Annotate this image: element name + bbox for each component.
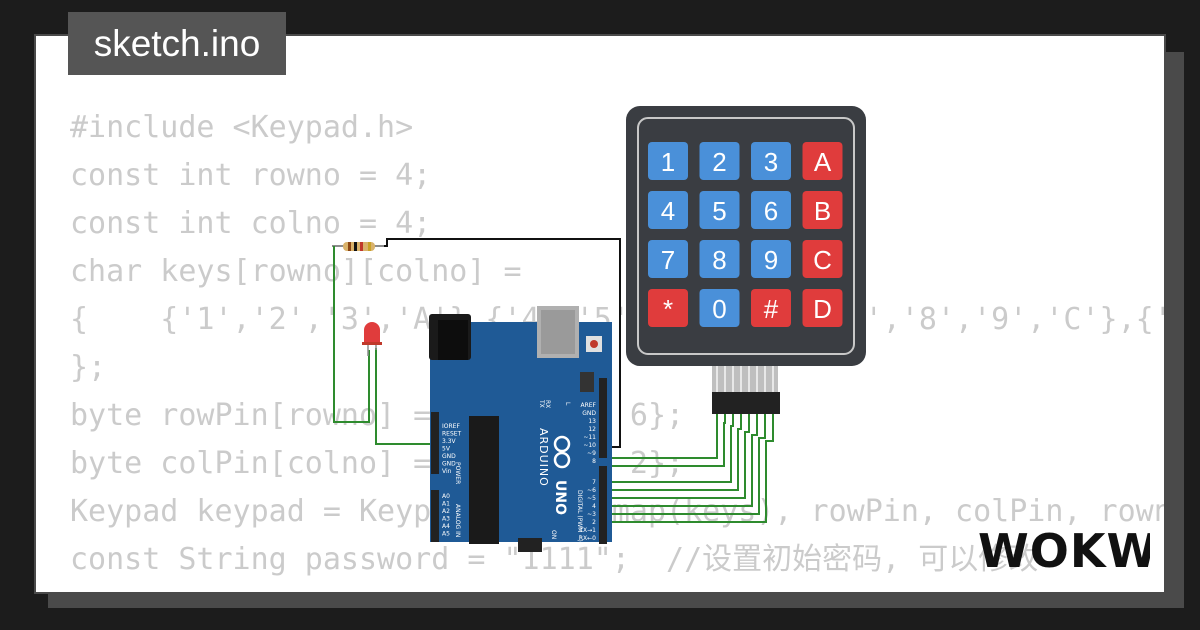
keypad-key[interactable]: 1 — [648, 142, 688, 180]
on-label: ON — [550, 530, 557, 539]
power-pin-label: Vin — [442, 468, 452, 475]
digital-pin-label: ~6 — [587, 487, 596, 494]
red-led[interactable] — [362, 322, 382, 356]
keypad-key[interactable]: 5 — [699, 191, 740, 229]
led-tx-label: TX — [538, 399, 545, 408]
digital-pin-label: 2 — [592, 519, 596, 526]
keypad-key-label: # — [764, 294, 779, 324]
keypad-wire — [606, 414, 726, 467]
power-pin-label: GND — [442, 461, 456, 468]
digital-pin-label: TX→1 — [578, 527, 596, 534]
code-line: const int colno = 4; — [70, 206, 432, 241]
power-pin-label: IOREF — [442, 423, 460, 430]
digital-pin-label: ~5 — [587, 495, 596, 502]
keypad-key[interactable]: * — [648, 289, 688, 327]
analog-pin-label: A3 — [442, 516, 450, 523]
digital-pin-label: 13 — [588, 418, 596, 425]
digital-pin-label: GND — [582, 410, 596, 417]
keypad-key-label: 7 — [661, 245, 675, 275]
keypad-key[interactable]: # — [751, 289, 791, 327]
keypad-wire — [606, 414, 750, 499]
power-pin-label: RESET — [442, 431, 462, 438]
keypad-key-label: 1 — [661, 147, 675, 177]
digital-pin-label: ~9 — [587, 450, 596, 457]
membrane-keypad[interactable]: 1 2 3 A 4 5 6 B 7 8 9 C * 0 # D — [626, 106, 866, 414]
digital-pin-label: 4 — [592, 503, 596, 510]
wires — [333, 238, 774, 523]
code-line: #include <Keypad.h> — [70, 110, 414, 145]
led-l-label: L — [564, 402, 571, 406]
keypad-key[interactable]: B — [802, 191, 843, 229]
keypad-wire — [606, 414, 774, 523]
keypad-key[interactable]: 3 — [751, 142, 791, 180]
keypad-key[interactable]: A — [802, 142, 843, 180]
keypad-key[interactable]: 0 — [699, 289, 740, 327]
wokwi-logo-text: WOKWi — [978, 524, 1150, 578]
power-label: POWER — [454, 462, 461, 484]
analog-in-label: ANALOG IN — [454, 504, 461, 537]
keypad-wire — [606, 414, 718, 459]
keypad-key[interactable]: D — [802, 289, 843, 327]
keypad-key-label: 4 — [661, 196, 675, 226]
keypad-key-label: 9 — [764, 245, 778, 275]
keypad-key[interactable]: 6 — [751, 191, 791, 229]
analog-pin-label: A1 — [442, 501, 450, 508]
keypad-wire — [606, 414, 766, 515]
digital-pin-label: ~11 — [583, 434, 596, 441]
file-name-label: sketch.ino — [68, 12, 286, 75]
keypad-key[interactable]: 2 — [699, 142, 740, 180]
led-rx-label: RX — [544, 400, 551, 408]
analog-pin-label: A2 — [442, 508, 450, 515]
power-pin-label: GND — [442, 453, 456, 460]
power-pin-label: 5V — [442, 446, 451, 453]
keypad-key[interactable]: 8 — [699, 240, 740, 278]
code-line: }; — [70, 350, 107, 385]
keypad-key[interactable]: 7 — [648, 240, 688, 278]
keypad-key-label: 2 — [712, 147, 726, 177]
analog-pin-label: A4 — [442, 523, 450, 530]
arduino-model-text: UNO — [552, 480, 568, 515]
digital-pin-label: AREF — [580, 402, 596, 409]
digital-pin-label: ~10 — [583, 442, 596, 449]
code-line: String input_password = ""; — [70, 584, 1164, 592]
resistor[interactable] — [332, 242, 384, 251]
keypad-wire — [606, 414, 734, 483]
keypad-key-label: 6 — [764, 196, 778, 226]
digital-pin-label: 8 — [592, 458, 596, 465]
analog-pin-label: A0 — [442, 493, 450, 500]
keypad-key-label: 8 — [712, 245, 726, 275]
analog-pin-label: A5 — [442, 531, 450, 538]
keypad-connector — [712, 366, 780, 414]
keypad-key-label: A — [814, 147, 832, 177]
wokwi-logo: WOKWi — [978, 524, 1150, 578]
code-line: char keys[rowno][colno] = — [70, 254, 522, 289]
keypad-key-label: D — [813, 294, 832, 324]
keypad-key-label: * — [663, 294, 673, 324]
keypad-wire — [606, 414, 742, 491]
digital-pin-label: 7 — [592, 479, 596, 486]
keypad-key-label: 5 — [712, 196, 726, 226]
keypad-key[interactable]: C — [802, 240, 843, 278]
arduino-infinity-logo — [553, 435, 571, 469]
keypad-key-label: 3 — [764, 147, 778, 177]
keypad-key-label: B — [814, 196, 831, 226]
digital-pin-label: ~3 — [587, 511, 596, 518]
arduino-brand-text: ARDUINO — [537, 428, 550, 487]
code-line: const int rowno = 4; — [70, 158, 432, 193]
digital-pin-label: 12 — [588, 426, 596, 433]
digital-pin-label: RX←0 — [579, 535, 596, 542]
keypad-key-label: 0 — [712, 294, 726, 324]
keypad-key[interactable]: 4 — [648, 191, 688, 229]
keypad-key[interactable]: 9 — [751, 240, 791, 278]
keypad-key-label: C — [813, 245, 832, 275]
power-pin-label: 3.3V — [442, 438, 457, 445]
digital-pwm-label: DIGITAL (PWM ~) — [576, 490, 583, 542]
keypad-wire — [606, 414, 758, 507]
code-line: const String password = "1111"; //设置初始密码… — [70, 542, 1039, 577]
